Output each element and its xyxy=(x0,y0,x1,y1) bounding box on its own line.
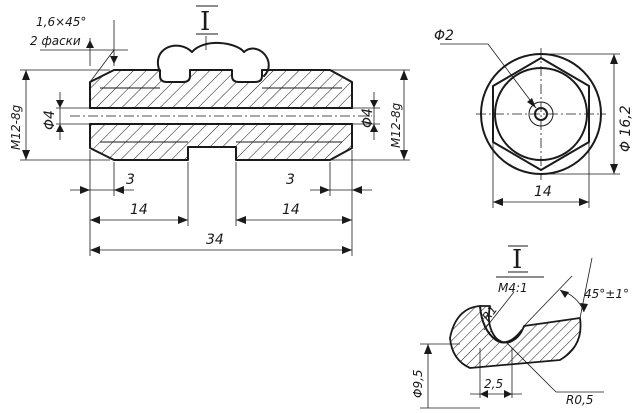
thread-right-label: M12-8g xyxy=(389,102,403,148)
end-view-hex: Φ2 Φ 16,2 14 xyxy=(434,28,634,208)
thread-left-label: M12-8g xyxy=(9,104,23,150)
length-right-label: 14 xyxy=(282,202,300,218)
detail-view: I M4:1 45°±1° R1 Φ9,5 2,5 xyxy=(411,245,629,409)
length-total-label: 34 xyxy=(206,232,224,248)
across-flats-label: 14 xyxy=(534,184,552,200)
bore-left-label: Φ4 xyxy=(42,110,58,130)
body-upper-half xyxy=(89,69,353,109)
detail-width-label: 2,5 xyxy=(484,377,503,391)
hole-dia-label: Φ2 xyxy=(434,28,454,44)
groove-right-label: 3 xyxy=(286,172,295,188)
detail-scale-label: M4:1 xyxy=(498,281,528,295)
detail-view-mark: I xyxy=(512,245,522,275)
detail-mark-label: I xyxy=(200,7,210,37)
main-section-view: 1,6×45° 2 фаски I M12-8g Φ4 Φ4 xyxy=(9,5,410,256)
bore-right-label: Φ4 xyxy=(360,108,376,128)
angle-label: 45°±1° xyxy=(584,287,629,301)
length-left-label: 14 xyxy=(130,202,148,218)
across-corners-label: Φ 16,2 xyxy=(618,105,634,152)
detail-dia-label: Φ9,5 xyxy=(411,369,425,398)
detail-mark-bubble xyxy=(157,42,270,77)
radius-inner-label: R0,5 xyxy=(566,393,593,407)
chamfer-size-label: 1,6×45° xyxy=(36,15,86,29)
body-lower-half xyxy=(89,123,353,161)
chamfer-count-label: 2 фаски xyxy=(30,34,81,48)
groove-left-label: 3 xyxy=(126,172,135,188)
